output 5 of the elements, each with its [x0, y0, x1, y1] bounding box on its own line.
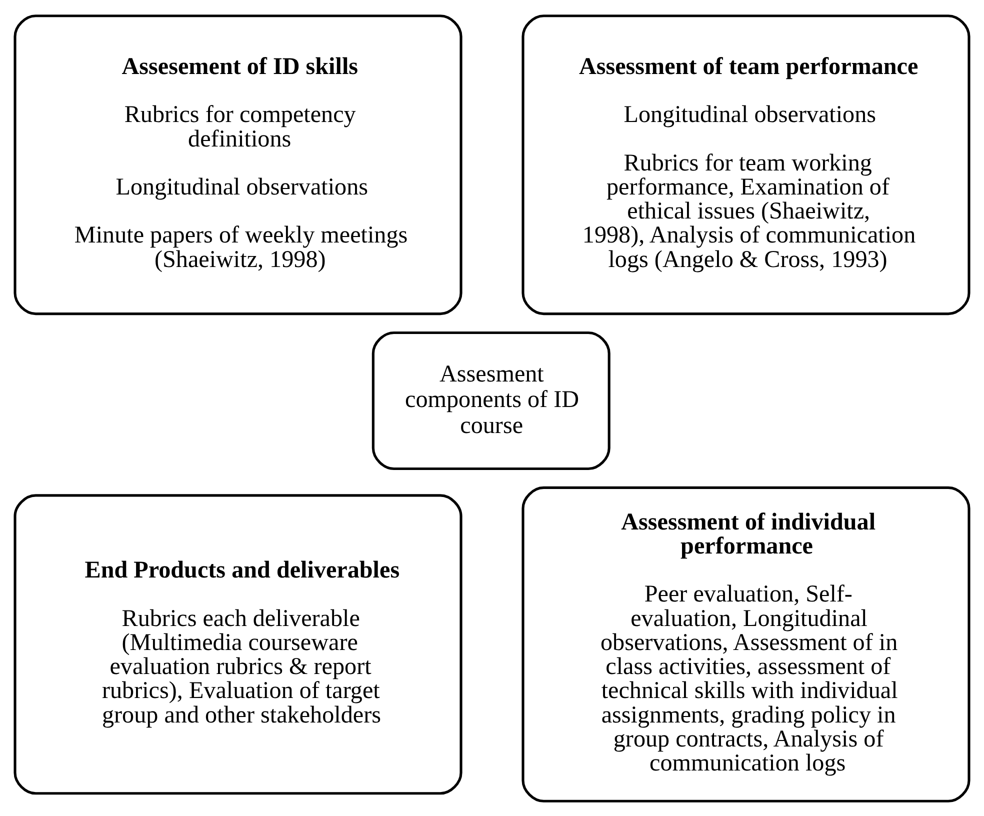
node-box: End Products and deliverables Rubrics each deliverable (Multimedia courseware evaluation rubrics & report rubrics), Evaluation of target group and other stakeholders — [14, 494, 462, 794]
node-box: Assesement of ID skills Rubrics for competency definitions Longitudinal observations Minute papers of weekly meetings (Shaeiwitz, 1998) — [14, 14, 462, 315]
node-box: Assessment of individual performance Peer evaluation, Self-evaluation, Longitudinal observations, Assessment of in class activities, assessment of technical skills with individual assignments, grading policy in group contracts, Analysis of communication logs — [522, 486, 970, 802]
node-box: Assessment of team performance Longitudinal observations Rubrics for team working performance, Examination of ethical issues (Shaeiwitz, 1998), Analysis of communication logs (Angelo & Cross, 1993) — [522, 14, 970, 315]
node-box: Assesment components of ID course — [372, 330, 610, 470]
